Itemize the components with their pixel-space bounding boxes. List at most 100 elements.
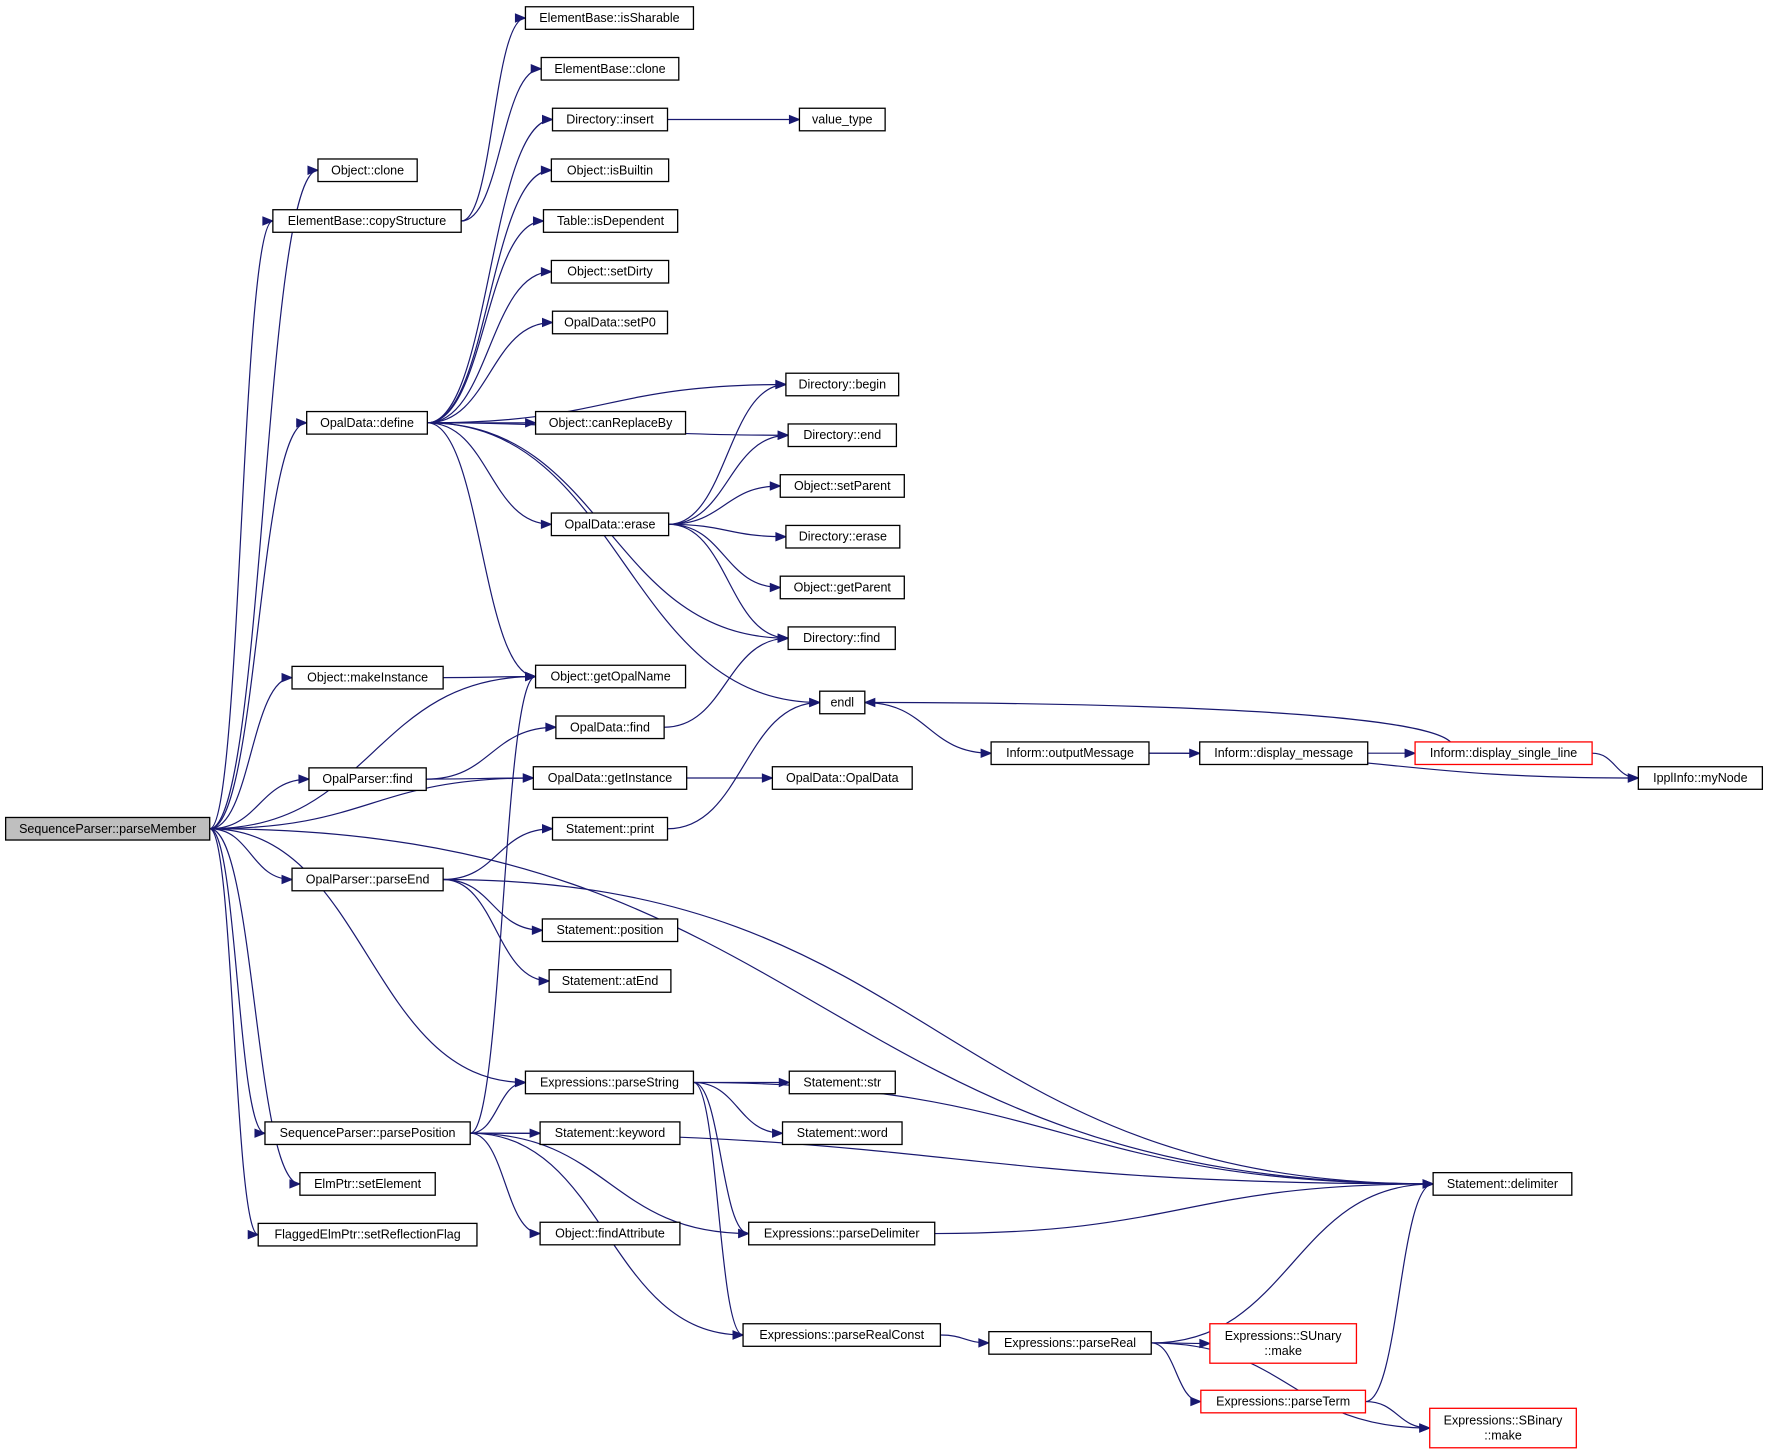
node-box[interactable] bbox=[779, 575, 905, 600]
node-box[interactable] bbox=[272, 209, 462, 233]
node-box[interactable] bbox=[539, 1221, 681, 1246]
node-value_type[interactable]: value_type bbox=[798, 107, 886, 132]
node-od_getinst[interactable]: OpalData::getInstance bbox=[532, 766, 688, 790]
node-box[interactable] bbox=[291, 867, 444, 892]
node-obj_setdirty[interactable]: Object::setDirty bbox=[550, 259, 670, 284]
node-st_atend[interactable]: Statement::atEnd bbox=[548, 969, 672, 993]
node-obj_setparent[interactable]: Object::setParent bbox=[779, 474, 905, 498]
node-obj_makeinst[interactable]: Object::makeInstance bbox=[291, 665, 444, 690]
node-box[interactable] bbox=[542, 209, 679, 233]
node-inf_single[interactable]: Inform::display_single_line bbox=[1414, 741, 1593, 766]
node-eb_issharable[interactable]: ElementBase::isSharable bbox=[524, 6, 695, 30]
node-op_find[interactable]: OpalParser::find bbox=[308, 767, 427, 792]
node-box[interactable] bbox=[291, 665, 444, 690]
node-box[interactable] bbox=[781, 1121, 903, 1146]
node-ippl_mynode[interactable]: IpplInfo::myNode bbox=[1637, 766, 1764, 790]
node-ex_sbinary[interactable]: Expressions::SBinary::make bbox=[1429, 1407, 1577, 1449]
node-box[interactable] bbox=[524, 1070, 695, 1095]
node-box[interactable] bbox=[1429, 1407, 1577, 1449]
node-ex_parsereal[interactable]: Expressions::parseReal bbox=[988, 1330, 1152, 1355]
node-eb_copy[interactable]: ElementBase::copyStructure bbox=[272, 209, 462, 233]
node-box[interactable] bbox=[534, 410, 687, 435]
node-felm_setrefl[interactable]: FlaggedElmPtr::setReflectionFlag bbox=[257, 1222, 478, 1247]
node-box[interactable] bbox=[306, 410, 428, 435]
node-box[interactable] bbox=[550, 512, 670, 537]
node-box[interactable] bbox=[257, 1222, 478, 1247]
node-box[interactable] bbox=[550, 158, 670, 183]
node-box[interactable] bbox=[748, 1221, 936, 1246]
node-sp_parsepos[interactable]: SequenceParser::parsePosition bbox=[264, 1121, 471, 1146]
node-st_word[interactable]: Statement::word bbox=[781, 1121, 903, 1146]
node-box[interactable] bbox=[532, 766, 688, 790]
node-box[interactable] bbox=[555, 715, 665, 740]
node-box[interactable] bbox=[539, 1121, 681, 1146]
node-obj_clone[interactable]: Object::clone bbox=[317, 158, 418, 183]
node-box[interactable] bbox=[1209, 1323, 1358, 1364]
node-box[interactable] bbox=[742, 1323, 942, 1347]
node-eb_clone[interactable]: ElementBase::clone bbox=[540, 56, 680, 81]
node-inf_output[interactable]: Inform::outputMessage bbox=[990, 741, 1150, 766]
node-box[interactable] bbox=[551, 816, 669, 841]
node-box[interactable] bbox=[299, 1172, 436, 1196]
node-st_print[interactable]: Statement::print bbox=[551, 816, 669, 841]
node-tbl_isdep[interactable]: Table::isDependent bbox=[542, 209, 679, 233]
node-box[interactable] bbox=[317, 158, 418, 183]
node-box[interactable] bbox=[540, 56, 680, 81]
node-op_parseend[interactable]: OpalParser::parseEnd bbox=[291, 867, 444, 892]
node-od_setp0[interactable]: OpalData::setP0 bbox=[551, 310, 669, 335]
node-box[interactable] bbox=[541, 918, 679, 943]
node-elm_setel[interactable]: ElmPtr::setElement bbox=[299, 1172, 436, 1196]
node-dir_begin[interactable]: Directory::begin bbox=[785, 372, 900, 397]
node-box[interactable] bbox=[787, 423, 898, 448]
node-box[interactable] bbox=[551, 310, 669, 335]
node-box[interactable] bbox=[534, 664, 687, 689]
node-root[interactable]: SequenceParser::parseMember bbox=[4, 816, 211, 841]
node-ex_parseterm[interactable]: Expressions::parseTerm bbox=[1200, 1389, 1367, 1414]
node-ex_parserealconst[interactable]: Expressions::parseRealConst bbox=[742, 1323, 942, 1347]
node-od_define[interactable]: OpalData::define bbox=[306, 410, 428, 435]
node-box[interactable] bbox=[785, 372, 900, 397]
node-box[interactable] bbox=[798, 107, 886, 132]
node-box[interactable] bbox=[771, 766, 913, 790]
node-box[interactable] bbox=[264, 1121, 471, 1146]
node-endl[interactable]: endl bbox=[819, 690, 866, 715]
node-box[interactable] bbox=[524, 6, 695, 30]
node-obj_getparent[interactable]: Object::getParent bbox=[779, 575, 905, 600]
node-box[interactable] bbox=[819, 690, 866, 715]
node-box[interactable] bbox=[1414, 741, 1593, 766]
node-dir_find[interactable]: Directory::find bbox=[787, 626, 896, 651]
node-box[interactable] bbox=[787, 626, 896, 651]
node-box[interactable] bbox=[788, 1070, 896, 1095]
node-dir_insert[interactable]: Directory::insert bbox=[551, 107, 669, 132]
node-box[interactable] bbox=[308, 767, 427, 792]
node-box[interactable] bbox=[988, 1330, 1152, 1355]
node-ex_sunary[interactable]: Expressions::SUnary::make bbox=[1209, 1323, 1358, 1364]
node-obj_getopal[interactable]: Object::getOpalName bbox=[534, 664, 687, 689]
node-box[interactable] bbox=[551, 107, 669, 132]
node-obj_canreplace[interactable]: Object::canReplaceBy bbox=[534, 410, 687, 435]
node-dir_end[interactable]: Directory::end bbox=[787, 423, 898, 448]
node-box[interactable] bbox=[1200, 1389, 1367, 1414]
node-st_delim[interactable]: Statement::delimiter bbox=[1432, 1172, 1573, 1196]
node-obj_findattr[interactable]: Object::findAttribute bbox=[539, 1221, 681, 1246]
node-obj_isbuiltin[interactable]: Object::isBuiltin bbox=[550, 158, 670, 183]
node-ex_parsedelim[interactable]: Expressions::parseDelimiter bbox=[748, 1221, 936, 1246]
node-box[interactable] bbox=[1199, 741, 1369, 766]
node-inf_display[interactable]: Inform::display_message bbox=[1199, 741, 1369, 766]
node-od_opaldata[interactable]: OpalData::OpalData bbox=[771, 766, 913, 790]
node-box[interactable] bbox=[1637, 766, 1764, 790]
node-box[interactable] bbox=[550, 259, 670, 284]
node-st_keyword[interactable]: Statement::keyword bbox=[539, 1121, 681, 1146]
node-od_erase[interactable]: OpalData::erase bbox=[550, 512, 670, 537]
node-st_str[interactable]: Statement::str bbox=[788, 1070, 896, 1095]
node-dir_erase[interactable]: Directory::erase bbox=[785, 524, 901, 549]
node-od_find[interactable]: OpalData::find bbox=[555, 715, 665, 740]
node-box[interactable] bbox=[548, 969, 672, 993]
node-box[interactable] bbox=[785, 524, 901, 549]
node-box[interactable] bbox=[779, 474, 905, 498]
node-box[interactable] bbox=[1432, 1172, 1573, 1196]
node-st_position[interactable]: Statement::position bbox=[541, 918, 679, 943]
node-box[interactable] bbox=[990, 741, 1150, 766]
node-box[interactable] bbox=[4, 816, 211, 841]
node-ex_parsestring[interactable]: Expressions::parseString bbox=[524, 1070, 695, 1095]
